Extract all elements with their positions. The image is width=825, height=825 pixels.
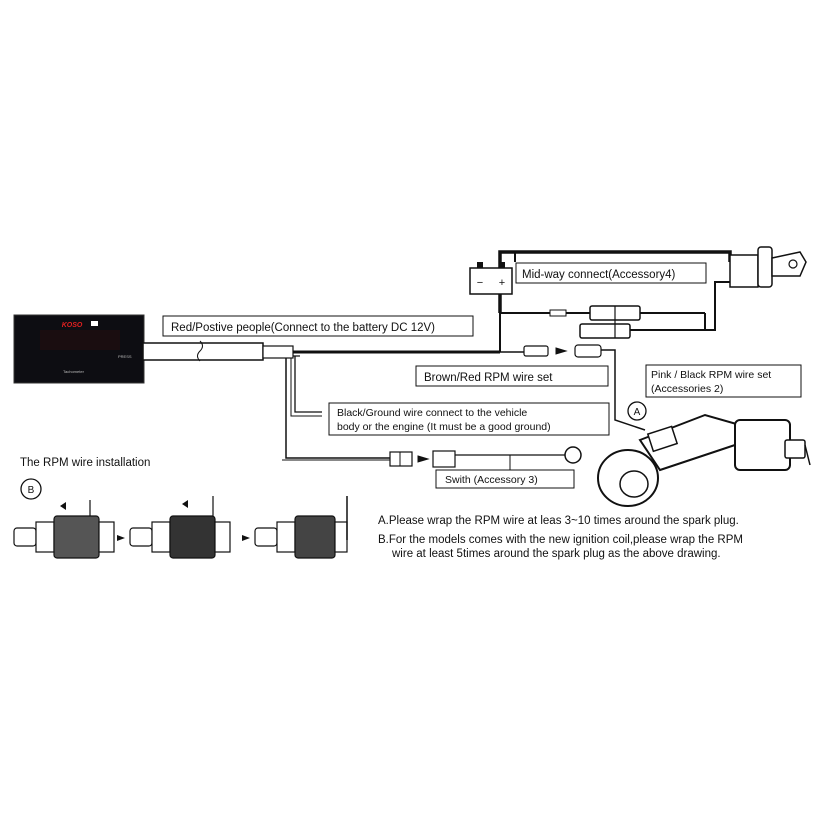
label-midway-box [515, 262, 707, 284]
plug2-nut [214, 521, 231, 553]
label-switch-box [435, 469, 575, 489]
ground-wire [294, 356, 322, 413]
circle-marker-b-ring [20, 478, 42, 500]
label-brown-red: Brown/Red RPM wire set [415, 365, 609, 387]
connector-plug [757, 246, 773, 288]
label-midway-text: Mid-way connect(Accessory4) [522, 269, 676, 281]
label-red-wire-box [162, 315, 474, 337]
step-arrow-1 [117, 535, 125, 541]
rpm-connector-icon [523, 344, 602, 358]
battery-minus-label: − [477, 277, 483, 289]
label-red-wire: Red/Postive people(Connect to the batter… [162, 315, 474, 337]
label-midway: Mid-way connect(Accessory4) [515, 262, 707, 284]
fuse-body-bottom [579, 323, 631, 339]
label-ground-box [328, 402, 610, 436]
battery-icon: − + [469, 262, 513, 295]
plug2-tip [129, 527, 153, 547]
label-red-wire-text: Red/Postive people(Connect to the batter… [171, 322, 435, 334]
plug3-body [276, 521, 296, 553]
label-ground: Black/Ground wire connect to the vehicle… [328, 402, 610, 436]
battery-terminal-left [477, 262, 483, 268]
coil-wrap [646, 425, 679, 453]
coil-terminal [784, 439, 806, 459]
note-b-line1: B.For the models comes with the new igni… [378, 534, 743, 546]
plug1-nut [98, 521, 115, 553]
circle-marker-a-text: A [634, 407, 641, 418]
label-brown-red-box [415, 365, 609, 387]
plug1-tip [13, 527, 37, 547]
fuse-cap [549, 309, 567, 317]
label-switch-text: Swith (Accessory 3) [445, 474, 538, 486]
spark-plug-step-2 [129, 496, 231, 559]
plug3-tip [254, 527, 278, 547]
plug2-body [151, 521, 171, 553]
plug1-body [35, 521, 55, 553]
plug3-thread [294, 515, 336, 559]
switch-wire [285, 356, 390, 459]
circle-marker-a: A [627, 401, 647, 421]
label-brown-red-text: Brown/Red RPM wire set [424, 372, 553, 384]
battery-body [469, 267, 513, 295]
plug2-thread [169, 515, 216, 559]
device-mode-label: PRESS [118, 354, 132, 359]
ground-wire-2 [290, 356, 322, 417]
circle-marker-b-text: B [28, 485, 35, 496]
label-pink-black: Pink / Black RPM wire set (Accessories 2… [645, 364, 802, 398]
circle-marker-b: B [20, 478, 42, 500]
note-a: A.Please wrap the RPM wire at leas 3~10 … [378, 515, 739, 527]
step-arrow-top-2 [182, 500, 188, 508]
ignition-coil-icon [597, 413, 811, 507]
label-pink-black-line2: (Accessories 2) [651, 383, 723, 395]
switch-button [564, 446, 582, 464]
device-model-label: Tachometer [63, 369, 85, 374]
connector-key-hole [788, 259, 798, 269]
note-b-line2: wire at least 5times around the spark pl… [391, 548, 721, 560]
label-pink-black-box [645, 364, 802, 398]
switch-socket [432, 450, 456, 468]
rpm-arrow [555, 347, 568, 355]
midway-connector-icon [729, 246, 807, 288]
coil-body [734, 419, 791, 471]
rpm-installation-title: The RPM wire installation [20, 457, 150, 469]
connector-housing [729, 254, 759, 288]
coil-pin [804, 444, 811, 466]
battery-terminal-right [499, 262, 505, 268]
switch-arrow [417, 455, 430, 463]
spark-plug-step-1 [13, 500, 115, 559]
device-logo: KOSO [62, 322, 83, 329]
switch-accessory-icon [389, 446, 582, 468]
sleeve-break [197, 340, 203, 362]
rpm-female-connector [574, 344, 602, 358]
device-logo-flag [91, 321, 98, 326]
cable-split [262, 345, 294, 359]
rpm-male-connector [523, 345, 549, 357]
device-screen-glow [40, 330, 120, 350]
wires [150, 250, 732, 470]
spark-plug-inner [619, 470, 649, 498]
fuse-to-connector-wire [704, 281, 730, 331]
switch-plug [389, 451, 413, 467]
circle-marker-a-ring [627, 401, 647, 421]
label-ground-line1: Black/Ground wire connect to the vehicle [337, 407, 527, 419]
tachometer-device: KOSO PRESS Tachometer [13, 314, 294, 384]
step-arrow-top-1 [60, 502, 66, 510]
label-switch: Swith (Accessory 3) [435, 469, 575, 489]
plug1-thread [53, 515, 100, 559]
pink-black-wire [600, 349, 646, 431]
fuse-holder-icon [549, 305, 641, 339]
label-ground-line2: body or the engine (It must be a good gr… [337, 421, 551, 433]
label-pink-black-line1: Pink / Black RPM wire set [651, 369, 771, 381]
spark-plug-step-3 [254, 496, 348, 559]
plug3-nut [334, 521, 348, 553]
step-arrow-2 [242, 535, 250, 541]
battery-plus-label: + [499, 277, 505, 289]
